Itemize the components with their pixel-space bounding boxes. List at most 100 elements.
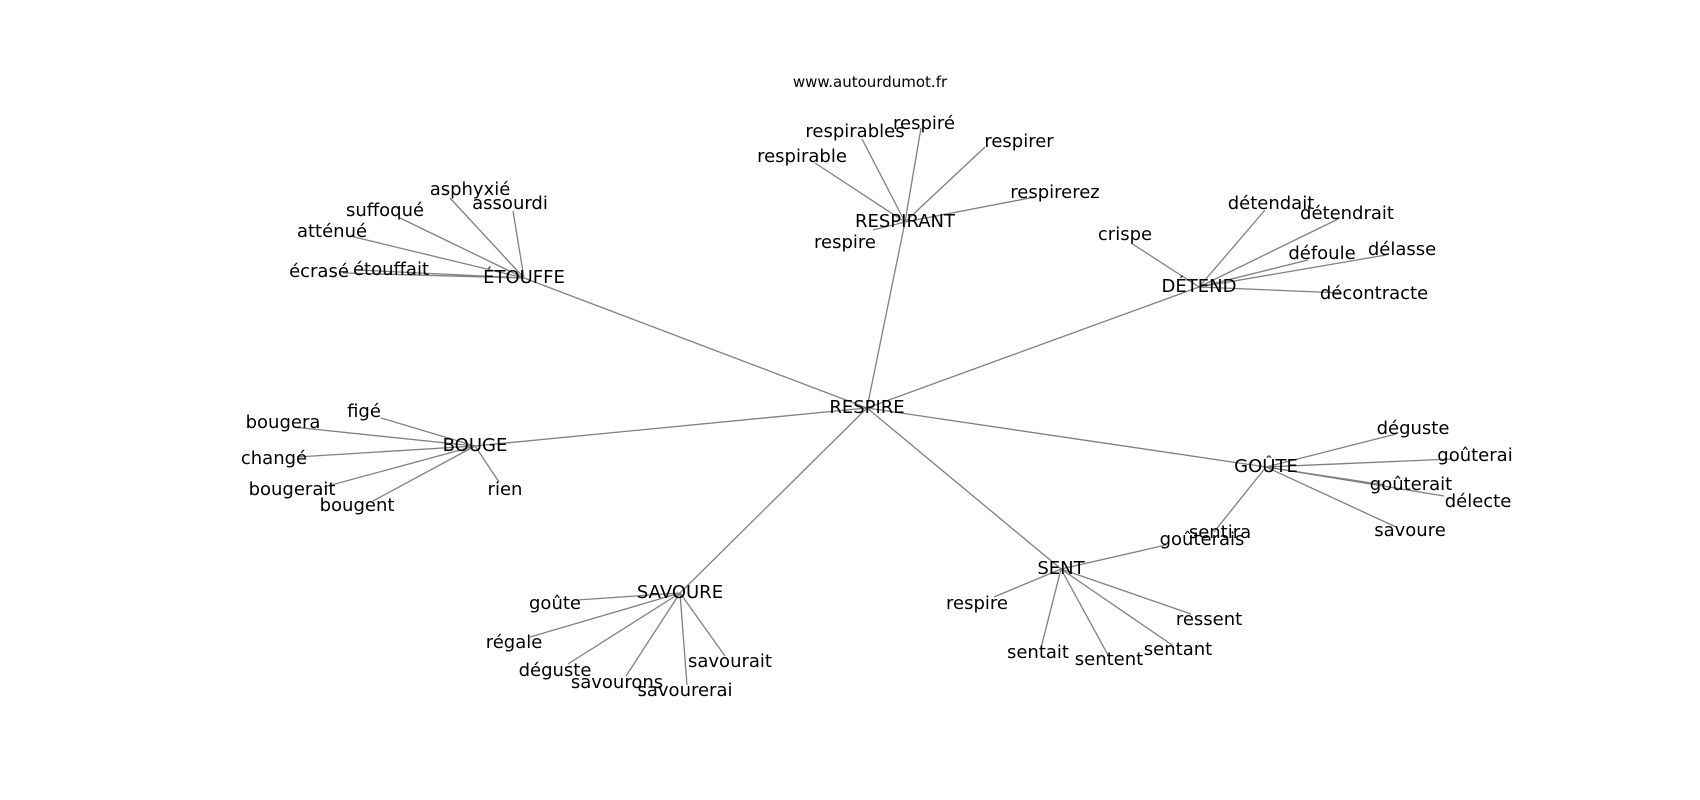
edge-respirant-word <box>904 127 922 223</box>
word-node-etouffe[interactable]: suffoqué <box>346 200 424 221</box>
edge-savoure-word <box>529 592 681 638</box>
source-label: www.autourdumot.fr <box>792 73 948 91</box>
word-node-respirant[interactable]: respirer <box>984 131 1054 152</box>
edge-detend-word <box>1198 259 1309 288</box>
cluster-node-savoure[interactable]: SAVOURE <box>637 582 723 603</box>
edge-etouffe-word <box>512 210 525 279</box>
word-node-detend[interactable]: crispe <box>1098 224 1152 245</box>
word-node-goute[interactable]: savoure <box>1374 520 1446 541</box>
word-node-goute[interactable]: déguste <box>1377 418 1450 439</box>
cluster-node-goute[interactable]: GOÛTE <box>1234 455 1298 477</box>
word-node-etouffe[interactable]: étouffait <box>353 259 429 280</box>
edge-savoure-word <box>567 592 681 665</box>
cluster-node-sent[interactable]: SENT <box>1037 558 1085 579</box>
edge-goute-word <box>1265 466 1445 497</box>
word-node-sent[interactable]: sentent <box>1075 649 1143 670</box>
word-node-etouffe[interactable]: écrasé <box>289 261 349 282</box>
edge-savoure-word <box>679 592 688 686</box>
word-node-sent[interactable]: ressent <box>1176 609 1242 630</box>
edge-root-goute <box>866 407 1267 468</box>
edge-root-savoure <box>679 407 868 594</box>
word-node-sent[interactable]: sentait <box>1007 642 1069 663</box>
word-node-respirant[interactable]: respiré <box>893 113 955 134</box>
edge-etouffe-word <box>399 217 525 279</box>
word-node-bouge[interactable]: rien <box>488 479 523 500</box>
edge-goute-word <box>1265 466 1397 528</box>
edge-respirant-word <box>904 146 986 223</box>
word-node-detend[interactable]: défoule <box>1288 243 1355 264</box>
edge-root-etouffe <box>523 277 868 409</box>
word-node-savoure[interactable]: régale <box>486 632 543 653</box>
edge-respirant-word <box>872 221 906 231</box>
edge-sent-word <box>1060 568 1192 615</box>
word-node-detend[interactable]: décontracte <box>1320 283 1428 304</box>
edge-sent-word <box>1060 568 1109 656</box>
word-node-goute[interactable]: délecte <box>1445 491 1512 512</box>
edge-bouge-word <box>292 426 476 447</box>
cluster-node-respirant[interactable]: RESPIRANT <box>855 211 956 232</box>
word-node-savoure[interactable]: savourons <box>571 672 663 693</box>
word-node-respirant[interactable]: respirable <box>757 146 847 167</box>
cluster-node-detend[interactable]: DÉTEND <box>1162 275 1237 297</box>
word-node-etouffe[interactable]: asphyxié <box>430 179 511 200</box>
word-node-detend[interactable]: détendrait <box>1300 203 1394 224</box>
edge-goute-word <box>1265 458 1453 468</box>
word-node-bouge[interactable]: bougerait <box>249 479 336 500</box>
edge-etouffe-word <box>449 197 525 279</box>
edge-etouffe-word <box>349 235 525 279</box>
word-node-bouge[interactable]: bougent <box>320 495 395 516</box>
word-node-detend[interactable]: délasse <box>1368 239 1436 260</box>
word-node-savoure[interactable]: savourerai <box>638 680 733 701</box>
edge-sent-word <box>1060 544 1167 570</box>
edge-bouge-word <box>372 445 476 502</box>
edge-sent-word <box>1060 568 1173 646</box>
edge-root-detend <box>866 286 1200 409</box>
word-node-goute[interactable]: goûterait <box>1370 474 1452 495</box>
edge-detend-word <box>1198 286 1343 294</box>
edge-bouge-word <box>323 445 476 488</box>
edge-savoure-word <box>576 592 681 601</box>
word-node-etouffe[interactable]: atténué <box>297 221 367 242</box>
word-node-detend[interactable]: détendait <box>1228 193 1315 214</box>
edge-root-bouge <box>474 407 868 447</box>
word-node-etouffe[interactable]: assourdi <box>472 193 548 214</box>
word-node-savoure[interactable]: savourait <box>688 651 772 672</box>
word-node-sent[interactable]: sentira <box>1189 522 1251 543</box>
word-node-goute[interactable]: goûterai <box>1437 445 1512 466</box>
word-node-savoure[interactable]: déguste <box>519 660 592 681</box>
edge-respirant-word <box>814 162 906 223</box>
word-node-bouge[interactable]: bougera <box>246 412 321 433</box>
word-node-savoure[interactable]: goûte <box>529 593 581 614</box>
edge-savoure-word <box>625 592 681 677</box>
edge-etouffe-word <box>357 269 525 279</box>
edge-sent-word <box>993 568 1062 598</box>
edge-respirant-word <box>861 138 906 223</box>
word-node-respirant[interactable]: respire <box>814 232 876 253</box>
edge-detend-word <box>1198 218 1339 288</box>
word-node-bouge[interactable]: changé <box>241 448 307 469</box>
word-node-sent[interactable]: sentant <box>1144 639 1212 660</box>
word-node-bouge[interactable]: figé <box>347 401 381 422</box>
edge-root-sent <box>866 407 1062 570</box>
edges-layer <box>292 127 1453 686</box>
edge-detend-word <box>1130 242 1200 288</box>
root-node-label[interactable]: RESPIRE <box>829 397 904 418</box>
edge-respirant-word <box>904 196 1036 223</box>
cluster-node-bouge[interactable]: BOUGE <box>443 435 508 456</box>
word-node-respirant[interactable]: respirables <box>805 121 904 142</box>
edge-bouge-word <box>380 417 476 447</box>
edge-root-respirant <box>866 221 906 409</box>
edge-bouge-word <box>296 445 476 458</box>
edge-goute-word <box>1213 466 1267 533</box>
cluster-node-etouffe[interactable]: ÉTOUFFE <box>483 266 565 288</box>
word-node-respirant[interactable]: respirerez <box>1010 182 1100 203</box>
word-node-goute[interactable]: goûterais <box>1160 529 1245 550</box>
edge-bouge-word <box>474 445 500 483</box>
word-node-sent[interactable]: respire <box>946 593 1008 614</box>
edge-detend-word <box>1198 254 1387 288</box>
edge-savoure-word <box>679 592 726 657</box>
edge-sent-word <box>1040 568 1062 649</box>
edge-detend-word <box>1198 209 1266 288</box>
edge-goute-word <box>1265 433 1397 468</box>
